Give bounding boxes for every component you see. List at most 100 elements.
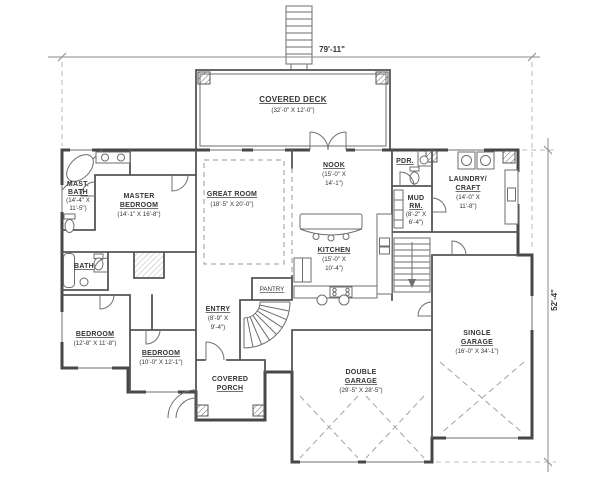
room-label-single-garage-name-2: GARAGE xyxy=(461,339,493,346)
room-label-nook-size-2: 14'-1") xyxy=(325,180,343,187)
sink-icon xyxy=(419,155,429,165)
column-icon xyxy=(338,294,350,306)
dryer-door xyxy=(480,155,491,166)
toilet-tank xyxy=(63,213,76,220)
stool-icon xyxy=(342,233,350,240)
room-label-kitchen-name: KITCHEN xyxy=(318,247,351,254)
room-label-laundry-size-1: (14'-0" X xyxy=(456,194,480,201)
toilet-tank xyxy=(409,166,420,172)
closet-shelves-icon xyxy=(133,251,165,279)
powder-fixtures xyxy=(409,150,432,185)
room-label-master-bath-name-2: BATH xyxy=(68,189,88,196)
room-label-laundry-name-1: LAUNDRY/ xyxy=(449,176,487,183)
porch-post-icon xyxy=(196,404,209,417)
stair-arrow-icon xyxy=(408,279,416,288)
sink-icon xyxy=(79,277,89,287)
room-label-laundry-name-2: CRAFT xyxy=(456,185,481,192)
room-label-pantry-name: PANTRY xyxy=(260,286,285,293)
post-icon xyxy=(502,150,516,164)
cubbies-icon xyxy=(393,189,404,229)
laundry-sink-icon xyxy=(507,187,516,202)
master-bath-fixtures xyxy=(61,149,131,233)
deck-stair-rungs xyxy=(286,11,312,55)
room-label-bedroom-lower-size: (10'-0" X 12'-1") xyxy=(139,359,182,366)
stool-icon xyxy=(312,233,320,240)
burner xyxy=(345,287,350,293)
room-label-mud-size-1: (8'-2" X xyxy=(406,211,426,218)
room-label-laundry-size-2: 11'-8") xyxy=(459,203,476,210)
room-label-mud-name-2: RM. xyxy=(409,203,423,210)
dim-width-label: 79'-11" xyxy=(319,45,345,54)
room-label-mud-size-2: 6'-4") xyxy=(409,219,423,226)
room-label-double-garage-name-1: DOUBLE xyxy=(345,369,376,376)
room-label-kitchen-size-2: 10'-4") xyxy=(325,265,343,272)
room-label-master-bath-size-1: (14'-4" X xyxy=(66,197,90,204)
ceiling-dashed-lines xyxy=(203,159,293,276)
room-label-master-bedroom-name-1: MASTER xyxy=(123,193,154,200)
deck-stair-outline xyxy=(285,5,313,65)
toilet-icon xyxy=(93,257,104,271)
straight-stairs-icon xyxy=(393,237,431,293)
burner xyxy=(345,291,350,297)
kitchen-fixtures xyxy=(293,213,393,306)
room-label-powder-name: PDR. xyxy=(396,158,414,165)
deck-post-icon xyxy=(375,71,389,85)
washer-door xyxy=(461,155,472,166)
sink-icon xyxy=(101,153,109,162)
garage-truss-lines xyxy=(299,361,525,459)
bath-fixtures xyxy=(63,253,104,288)
tub-icon xyxy=(66,154,94,182)
dim-height-label: 52'-4" xyxy=(550,289,559,311)
room-label-double-garage-name-2: GARAGE xyxy=(345,378,377,385)
vanity-icon xyxy=(95,151,131,164)
room-label-single-garage-size: (16'-0" X 34'-1") xyxy=(455,348,498,355)
mud-room-fixtures xyxy=(393,189,404,229)
tub-icon xyxy=(63,253,75,288)
dim-ticks-top xyxy=(57,52,537,62)
room-label-great-room-size: (18'-5" X 20'-0") xyxy=(210,201,253,208)
room-label-nook-size-1: (15'-0" X xyxy=(322,171,346,178)
laundry-fixtures xyxy=(457,151,519,225)
room-label-mud-name-1: MUD xyxy=(408,195,425,202)
door-arcs xyxy=(80,131,467,361)
stairs-outline xyxy=(393,237,431,293)
burner xyxy=(332,287,337,293)
room-label-porch-name-1: COVERED xyxy=(212,376,248,383)
room-label-covered-deck-name: COVERED DECK xyxy=(259,95,326,104)
column-icon xyxy=(316,294,328,306)
deck-post-icon xyxy=(197,71,211,85)
toilet-icon xyxy=(64,219,75,233)
room-label-entry-name: ENTRY xyxy=(206,306,231,313)
sink-icon xyxy=(117,153,125,162)
room-label-double-garage-size: (29'-5" X 28'-5") xyxy=(339,387,382,394)
room-label-nook-name: NOOK xyxy=(323,162,345,169)
room-label-bedroom-lower-name: BEDROOM xyxy=(142,350,180,357)
deck-stair xyxy=(285,5,313,70)
room-label-master-bath-size-2: 11'-5") xyxy=(69,205,86,212)
dimension-annotations: 79'-11" 52'-4" xyxy=(48,45,559,472)
kitchen-sink-icon xyxy=(379,246,390,255)
deck-railing xyxy=(199,73,387,147)
dim-extensions-right xyxy=(436,149,556,463)
porch-steps-icon xyxy=(167,389,197,419)
room-label-bath-name: BATH xyxy=(74,263,94,270)
toilet-icon xyxy=(409,171,420,185)
room-label-master-bath-name-1: MAST. xyxy=(67,181,89,188)
stool-icon xyxy=(327,234,335,242)
kitchen-sink-icon xyxy=(379,237,390,247)
island-bar-curve xyxy=(299,228,363,236)
room-label-great-room-name: GREAT ROOM xyxy=(207,191,257,198)
room-label-entry-size-2: 9'-4") xyxy=(211,324,225,331)
room-label-master-bedroom-size: (14'-1" X 16'-8") xyxy=(117,211,160,218)
room-label-covered-deck-size: (32'-0" X 12'-0") xyxy=(271,107,314,114)
room-label-kitchen-size-1: (15'-0" X xyxy=(322,256,346,263)
room-label-bedroom-left-size: (12'-8" X 11'-8") xyxy=(74,340,117,347)
room-label-single-garage-name-1: SINGLE xyxy=(463,330,491,337)
cubby-dividers xyxy=(394,199,403,221)
room-label-entry-size-1: (8'-9" X xyxy=(208,315,228,322)
room-label-master-bedroom-name-2: BEDROOM xyxy=(120,202,158,209)
kitchen-island-icon xyxy=(299,213,363,230)
room-label-porch-name-2: PORCH xyxy=(217,385,244,392)
pdr-counter xyxy=(417,150,432,167)
